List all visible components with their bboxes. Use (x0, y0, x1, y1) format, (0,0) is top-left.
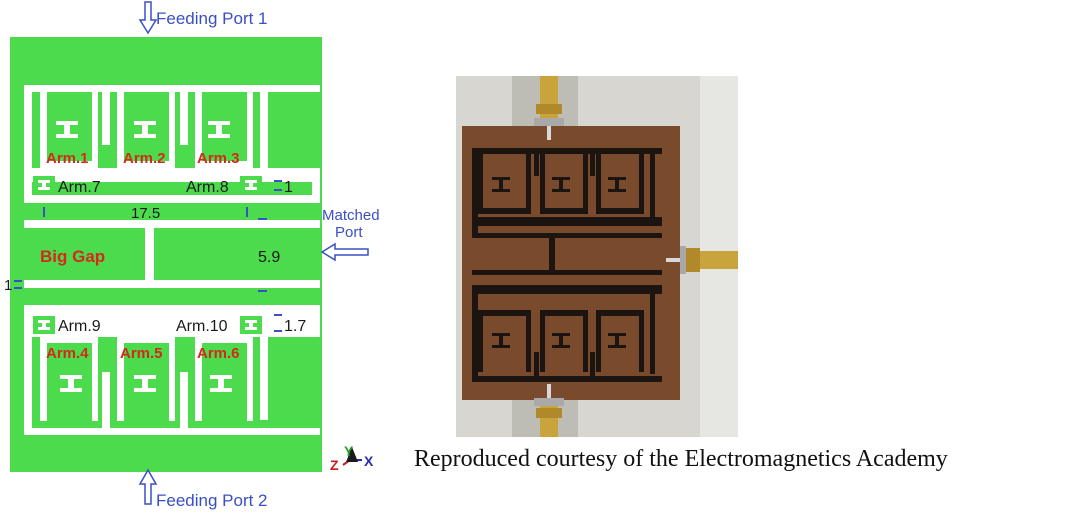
feed-port-1-label: Feeding Port 1 (156, 9, 268, 28)
dim-1-right-marker-icon (274, 180, 282, 191)
dim-17-5: 17.5 (131, 205, 160, 222)
dim-5-9-marker-icon (258, 290, 267, 292)
arm10-label: Arm.10 (176, 318, 228, 335)
arm1-label: Arm.1 (46, 150, 89, 167)
matched-port-arrow-icon (320, 242, 369, 262)
arm8-label: Arm.8 (186, 179, 229, 196)
axis-x-label: X (364, 453, 374, 469)
arm2-label: Arm.2 (123, 150, 166, 167)
antenna-layout: Feeding Port 1 Feeding Port 2 (4, 1, 380, 510)
arm10-stub (240, 316, 262, 334)
arm8-stub (240, 176, 262, 194)
top-h-slots (56, 121, 230, 138)
sma-connector-top-icon (534, 76, 564, 140)
axis-z-label: Z (330, 457, 339, 473)
matched-port-label-line2: Port (335, 224, 363, 241)
arm6-label: Arm.6 (197, 345, 240, 362)
arm7-label: Arm.7 (58, 179, 101, 196)
figure-credit: Reproduced courtesy of the Electromagnet… (414, 446, 948, 472)
dim-1-left: 1 (4, 277, 12, 294)
dim-1-7-marker-icon (274, 314, 282, 332)
dim-1-left-marker-icon (14, 280, 22, 289)
feed-port-2-arrow-icon (138, 468, 158, 505)
axis-y-label: Y (344, 443, 354, 459)
matched-port-label-line1: Matched (322, 207, 380, 224)
dim-1-7: 1.7 (284, 318, 306, 335)
sma-connector-right-icon (666, 246, 738, 274)
feed-port-2-label: Feeding Port 2 (156, 491, 268, 510)
arm5-label: Arm.5 (120, 345, 163, 362)
bottom-slot-structure (24, 305, 320, 435)
big-gap-label: Big Gap (40, 247, 105, 266)
dim-1-right: 1 (284, 179, 293, 196)
axis-triad-icon (342, 447, 362, 466)
top-slot-structure (24, 85, 320, 203)
substrate-board (10, 37, 322, 472)
arm9-label: Arm.9 (58, 318, 101, 335)
bottom-h-slots (60, 375, 232, 392)
photo-slot-pattern (472, 148, 662, 382)
prototype-photo (456, 76, 738, 437)
middle-gap-structure (24, 220, 320, 288)
dim-5-9: 5.9 (258, 249, 280, 266)
copper-board (462, 126, 680, 400)
dim-17-5-markers (43, 207, 267, 220)
arm4-label: Arm.4 (46, 345, 89, 362)
feed-port-1-arrow-icon (138, 1, 158, 35)
arm3-label: Arm.3 (197, 150, 240, 167)
arm9-stub (33, 316, 55, 334)
arm7-stub (33, 176, 55, 194)
sma-connector-bottom-icon (534, 384, 564, 437)
